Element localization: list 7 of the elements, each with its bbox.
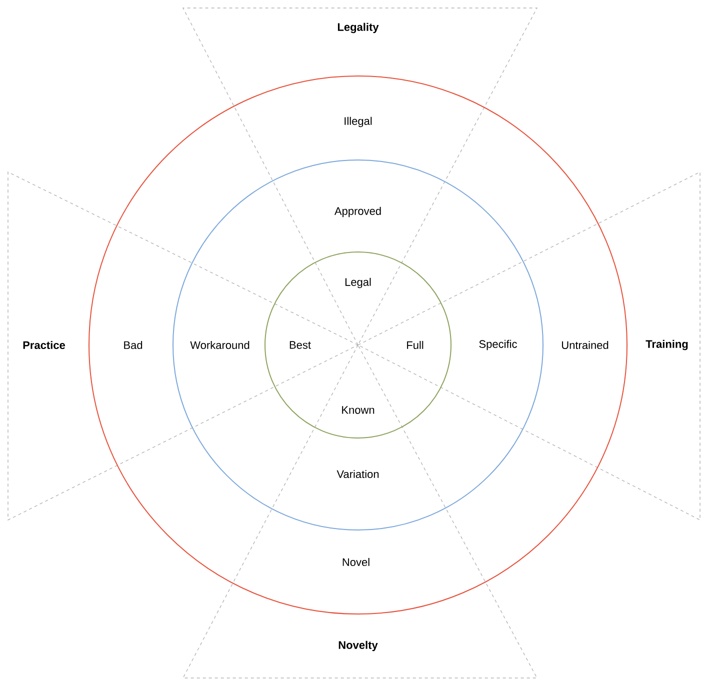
ring-circle: [172, 160, 544, 530]
ring-circle: [88, 76, 628, 614]
ring-label: Illegal: [342, 116, 374, 128]
ring-circle: [264, 252, 452, 438]
ring-label: Novel: [340, 556, 372, 568]
ring-label: Bad: [122, 340, 144, 350]
ring-label: Untrained: [560, 340, 610, 350]
